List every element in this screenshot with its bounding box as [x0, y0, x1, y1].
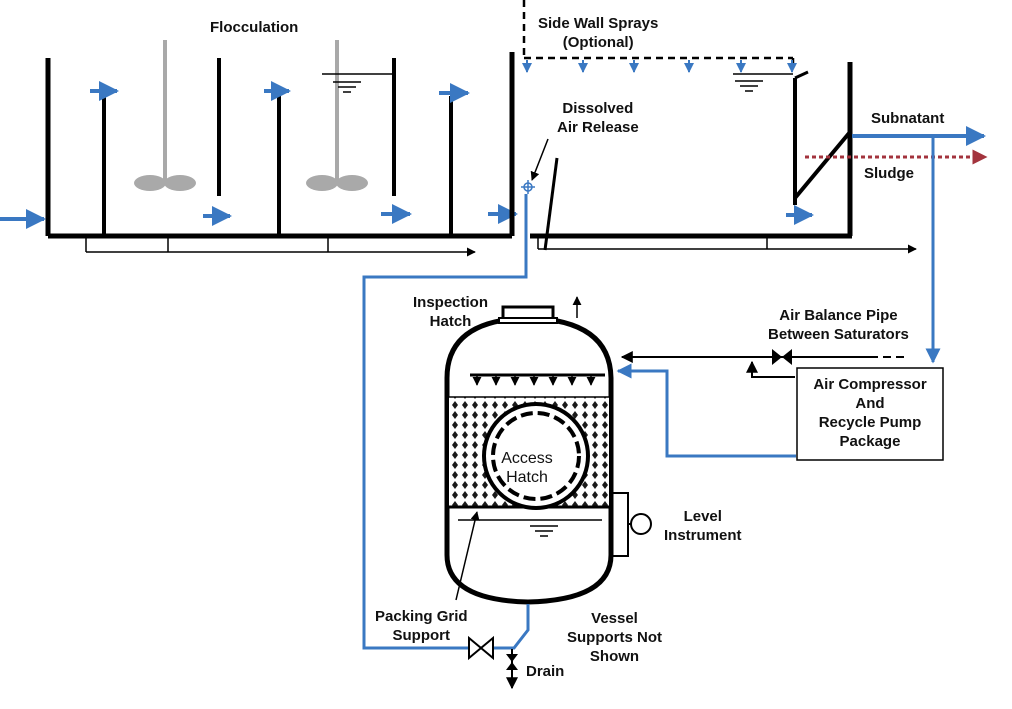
- flocculation-label: Flocculation: [210, 19, 299, 36]
- recycle-valve: [468, 635, 494, 661]
- spray-arrows: [522, 60, 797, 73]
- label-line: Air Compressor: [813, 376, 927, 393]
- level-instrument-label: Level Instrument: [664, 507, 742, 545]
- label-line: Package: [839, 433, 901, 450]
- access-hatch-label: Access Hatch: [497, 449, 557, 487]
- label-line: Air Balance Pipe: [779, 307, 898, 324]
- label-line: Between Saturators: [768, 326, 909, 343]
- water-level-symbol: [733, 73, 793, 92]
- air-release-pointer: [530, 138, 549, 181]
- label-line: (Optional): [562, 34, 634, 51]
- label-line: Hatch: [506, 469, 548, 486]
- vessel-supports-label: Vessel Supports Not Shown: [567, 609, 662, 666]
- air-balance-pipe-label: Air Balance Pipe Between Saturators: [768, 306, 909, 344]
- drain-valve: [506, 654, 518, 670]
- distribution-arrows: [472, 376, 596, 386]
- saturated-water-pipe: [362, 194, 530, 650]
- vessel-water-level: [458, 519, 602, 537]
- label-line: Vessel: [591, 610, 638, 627]
- label-line: Air Release: [557, 119, 639, 136]
- air-release-nozzle: [521, 180, 535, 194]
- flocculation-tank: [45, 58, 512, 239]
- access-hatch: [482, 402, 590, 510]
- compressor-package-label: Air Compressor And Recycle Pump Package: [797, 375, 943, 451]
- sludge-label: Sludge: [864, 165, 915, 182]
- inspection-hatch-label: Inspection Hatch: [413, 293, 488, 331]
- dissolved-air-release-label: Dissolved Air Release: [557, 99, 639, 137]
- label-line: Hatch: [429, 313, 472, 330]
- side-wall-sprays-label: Side Wall Sprays (Optional): [538, 14, 658, 52]
- label-line: Side Wall Sprays: [538, 15, 659, 32]
- flotation-bottom-pipe: [537, 236, 917, 254]
- compressor-package-box: [796, 367, 944, 461]
- label-line: Packing Grid: [375, 608, 468, 625]
- inspection-hatch: [498, 305, 558, 324]
- flocculator-paddle-1: [134, 40, 196, 191]
- label-line: Dissolved: [562, 100, 634, 117]
- label-line: Access: [501, 450, 553, 467]
- label-line: Support: [392, 627, 451, 644]
- flow-arrows: [0, 81, 814, 229]
- air-balance-valve: [772, 349, 792, 365]
- air-balance-pipe: [620, 351, 905, 378]
- label-line: Shown: [589, 648, 640, 665]
- label-line: Instrument: [664, 527, 742, 544]
- under-drain-pipe: [85, 236, 476, 257]
- label-line: Inspection: [413, 294, 489, 311]
- label-line: Level: [683, 508, 722, 525]
- packing-grid-pointer: [455, 511, 480, 601]
- recycle-supply-pipe: [616, 363, 796, 458]
- label-line: Recycle Pump: [818, 414, 922, 431]
- flotation-tank: [509, 52, 853, 251]
- level-instrument: [611, 492, 652, 557]
- water-level-symbol: [322, 73, 392, 93]
- drain-label: Drain: [526, 663, 565, 680]
- packing-grid-support-label: Packing Grid Support: [375, 607, 468, 645]
- label-line: And: [855, 395, 885, 412]
- label-line: Supports Not: [567, 629, 662, 646]
- flocculator-paddle-2: [306, 40, 368, 191]
- subnatant-label: Subnatant: [871, 110, 945, 127]
